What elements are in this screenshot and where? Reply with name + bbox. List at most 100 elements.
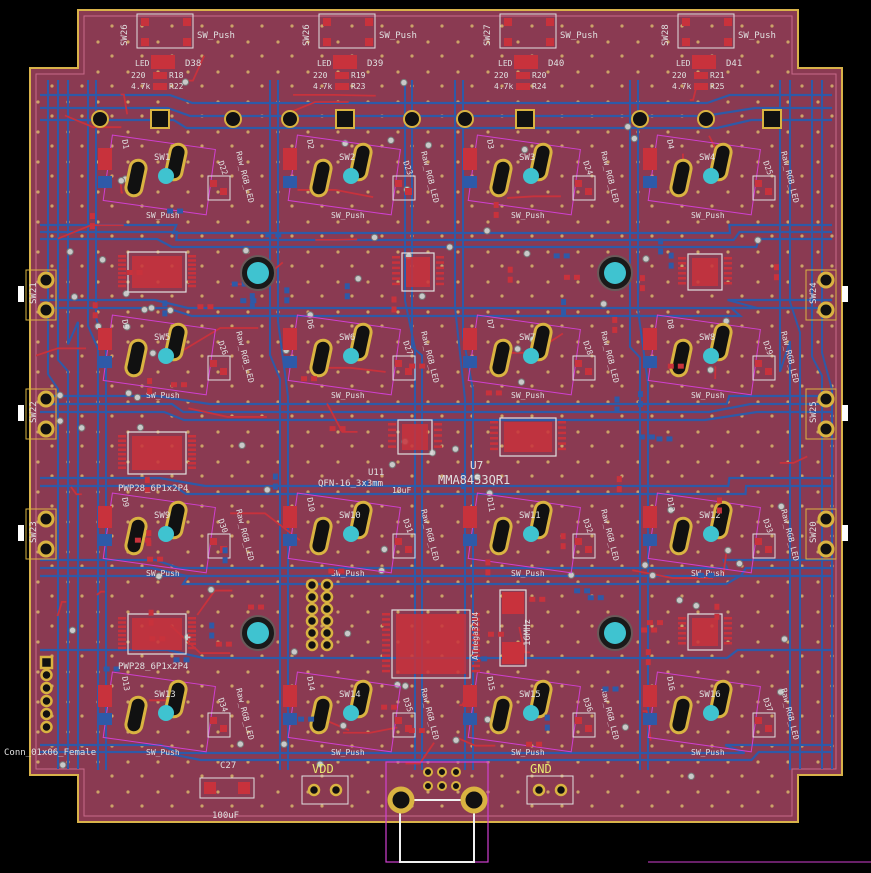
ic-pin bbox=[724, 277, 732, 280]
pin-square bbox=[150, 109, 170, 129]
bottom-trace bbox=[40, 574, 832, 586]
switch-pad bbox=[724, 38, 732, 46]
via bbox=[98, 256, 107, 264]
led-label: LED bbox=[676, 59, 691, 68]
led-outline bbox=[752, 712, 776, 738]
switch-pad bbox=[724, 18, 732, 26]
diode-pad bbox=[463, 685, 477, 707]
ic-pin bbox=[382, 664, 390, 668]
edge-tab bbox=[842, 286, 848, 302]
passive-pad bbox=[250, 298, 257, 304]
edge-outline bbox=[805, 508, 837, 560]
ic-pin bbox=[118, 263, 126, 266]
passive-pad bbox=[563, 253, 570, 259]
key-value: SW_Push bbox=[691, 391, 725, 400]
passive-pad bbox=[92, 312, 98, 319]
passive-pad bbox=[493, 211, 499, 218]
ic-pin bbox=[436, 261, 444, 264]
led-pad bbox=[585, 725, 592, 732]
switch-pad bbox=[183, 18, 191, 26]
ic-pin bbox=[118, 629, 126, 633]
via bbox=[483, 715, 492, 724]
ic-pin bbox=[118, 444, 126, 447]
led-pad bbox=[210, 717, 217, 724]
bottom-trace bbox=[629, 80, 641, 770]
key-ref: SW11 bbox=[519, 511, 541, 521]
passive-pad bbox=[616, 476, 622, 483]
ic-pin bbox=[188, 267, 196, 271]
ic-pin bbox=[678, 277, 686, 280]
via bbox=[70, 293, 79, 301]
passive-pad bbox=[563, 274, 570, 280]
edge-outline bbox=[25, 269, 57, 321]
key-value: SW_Push bbox=[691, 211, 725, 220]
key-value: SW_Push bbox=[511, 211, 545, 220]
key-value: SW_Push bbox=[511, 569, 545, 578]
edge-switch: SW23 bbox=[18, 508, 57, 560]
usb-shield bbox=[387, 786, 415, 814]
top-trace bbox=[689, 86, 698, 101]
ic-pin bbox=[118, 448, 126, 451]
led-outline bbox=[392, 175, 416, 201]
passive-pad bbox=[391, 296, 397, 303]
passive-pad bbox=[648, 434, 655, 440]
usb-pin bbox=[451, 767, 461, 777]
led-pad bbox=[585, 188, 592, 195]
pin-square bbox=[335, 109, 355, 129]
via bbox=[687, 772, 695, 781]
res-ref: R24 bbox=[532, 82, 547, 91]
crystal-outline bbox=[499, 589, 527, 667]
key-ref: SW16 bbox=[699, 690, 721, 700]
via bbox=[377, 566, 386, 575]
power-switch-pin bbox=[554, 783, 568, 797]
top-trace bbox=[196, 589, 233, 616]
ic-pin bbox=[382, 644, 390, 647]
ic-pin bbox=[490, 426, 498, 429]
switch-pad bbox=[504, 38, 512, 46]
ic-pin bbox=[188, 629, 196, 633]
passive-pad bbox=[485, 569, 491, 576]
passive-pad bbox=[487, 631, 494, 637]
led-label: LED bbox=[317, 59, 332, 68]
via bbox=[735, 559, 744, 568]
conn-pin bbox=[39, 655, 54, 670]
key-center bbox=[343, 348, 359, 364]
diode-pad bbox=[98, 328, 112, 350]
passive-pad bbox=[536, 741, 543, 747]
passive-pad bbox=[298, 716, 305, 722]
passive-pad bbox=[597, 595, 604, 601]
key-center bbox=[158, 705, 174, 721]
led-pad bbox=[333, 55, 357, 69]
diode-pad bbox=[283, 506, 297, 528]
passive-pad bbox=[144, 487, 150, 494]
crystal-pad bbox=[502, 642, 524, 664]
key-slot-b bbox=[124, 516, 148, 556]
ic-pin bbox=[382, 669, 390, 673]
ic-pad bbox=[692, 258, 718, 286]
ic-pin bbox=[436, 266, 444, 270]
ic-pin bbox=[118, 638, 126, 641]
ic-pin bbox=[436, 272, 444, 275]
usb-pin bbox=[437, 767, 447, 777]
passive-pad bbox=[656, 620, 663, 626]
via bbox=[388, 460, 397, 469]
crystal-pad bbox=[502, 592, 524, 614]
led-pad bbox=[575, 180, 582, 187]
top-trace bbox=[632, 569, 713, 579]
switch-pad bbox=[141, 18, 149, 26]
key-center bbox=[703, 168, 719, 184]
passive-pad bbox=[495, 390, 502, 396]
bottom-trace bbox=[40, 106, 832, 118]
passive-pad bbox=[481, 656, 488, 662]
led-outline bbox=[752, 355, 776, 381]
header-pin bbox=[320, 614, 334, 628]
ic-pin bbox=[188, 462, 196, 465]
passive-pad bbox=[616, 486, 622, 493]
passive-pad bbox=[209, 632, 215, 639]
via bbox=[706, 366, 715, 374]
ic-outline bbox=[499, 417, 557, 457]
pin-square bbox=[515, 109, 535, 129]
passive-pad bbox=[658, 238, 664, 245]
